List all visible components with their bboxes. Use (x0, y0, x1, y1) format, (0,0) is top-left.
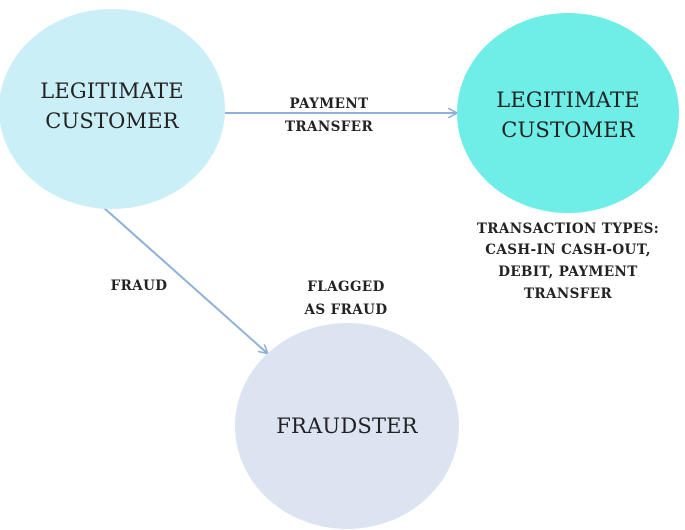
payment-transfer-label: PAYMENT TRANSFER (285, 96, 374, 135)
fraudster-node: FRAUDSTER (235, 323, 459, 529)
source-node-circle (0, 9, 225, 209)
target-node-circle (457, 13, 679, 213)
target-node-label-line2: CUSTOMER (501, 118, 636, 142)
transaction-types-line4: TRANSFER (524, 286, 613, 302)
fraud-arrow (102, 206, 267, 353)
legitimate-customer-target-node: LEGITIMATE CUSTOMER (457, 13, 679, 213)
fraudster-node-circle (235, 323, 459, 529)
source-node-label-line2: CUSTOMER (45, 109, 180, 133)
transaction-types-line1: TRANSACTION TYPES: (477, 221, 659, 237)
legitimate-customer-source-node: LEGITIMATE CUSTOMER (0, 9, 225, 209)
transaction-types-line2: CASH-IN CASH-OUT, (485, 242, 651, 258)
fraudster-node-label: FRAUDSTER (276, 414, 418, 438)
flagged-as-fraud-annotation: FLAGGED AS FRAUD (304, 279, 388, 318)
source-node-label-line1: LEGITIMATE (40, 79, 184, 103)
target-node-label-line1: LEGITIMATE (496, 88, 640, 112)
transaction-types-annotation: TRANSACTION TYPES: CASH-IN CASH-OUT, DEB… (477, 221, 659, 302)
payment-transfer-label-line2: TRANSFER (285, 119, 374, 135)
flagged-annotation-line1: FLAGGED (307, 279, 384, 295)
fraud-label: FRAUD (111, 278, 168, 294)
flagged-annotation-line2: AS FRAUD (304, 302, 388, 318)
payment-transfer-label-line1: PAYMENT (289, 96, 368, 112)
transaction-types-line3: DEBIT, PAYMENT (498, 264, 638, 280)
